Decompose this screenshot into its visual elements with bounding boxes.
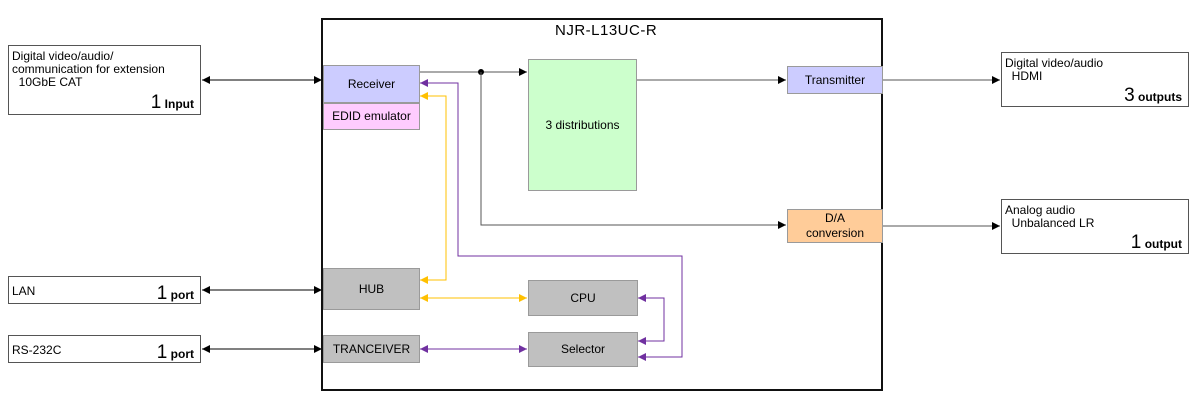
output-analog-box: Analog audio Unbalanced LR 1 output: [1001, 199, 1189, 254]
output-hdmi-line-2: HDMI: [1005, 69, 1043, 83]
selector-block: Selector: [528, 332, 638, 367]
lan-count-unit: port: [170, 288, 194, 302]
transmitter-block: Transmitter: [787, 66, 883, 94]
lan-count: 1 port: [157, 284, 194, 303]
device-title: NJR-L13UC-R: [555, 22, 658, 39]
input-cat-line-3: 10GbE CAT: [12, 75, 83, 89]
distributions-label: 3 distributions: [545, 117, 620, 132]
output-analog-line-2: Unbalanced LR: [1005, 216, 1095, 230]
input-cat-line-1: Digital video/audio/: [12, 49, 114, 63]
purple-line-receiver-selector: [420, 79, 683, 361]
output-hdmi-count-number: 3: [1124, 85, 1135, 106]
selector-label: Selector: [560, 342, 606, 356]
rs232c-box: RS-232C 1 port: [8, 335, 201, 363]
edid-emulator-block: EDID emulator: [323, 103, 420, 130]
output-analog-count: 1 output: [1131, 233, 1182, 252]
da-conversion-label-line-1: D/A: [824, 211, 845, 225]
rs232c-label: RS-232C: [12, 343, 62, 357]
output-hdmi-line-1: Digital video/audio: [1005, 56, 1104, 70]
receiver-block: Receiver: [323, 65, 420, 103]
output-analog-count-number: 1: [1130, 232, 1142, 253]
output-hdmi-count-unit: outputs: [1138, 90, 1182, 104]
lan-box: LAN 1 port: [8, 276, 201, 304]
purple-line-cpu-selector: [638, 294, 665, 345]
hub-block: HUB: [323, 268, 420, 310]
output-hdmi-box: Digital video/audio HDMI 3 outputs: [1001, 52, 1189, 107]
input-cat-box: Digital video/audio/ communication for e…: [8, 45, 201, 115]
da-conversion-label-line-2: conversion: [805, 226, 865, 240]
input-cat-line-2: communication for extension: [12, 62, 165, 76]
tranceiver-block: TRANCEIVER: [323, 335, 420, 363]
input-cat-count-number: 1: [150, 92, 162, 113]
rs232c-count-number: 1: [156, 342, 168, 363]
device-frame: [321, 18, 883, 391]
input-cat-count-unit: Input: [164, 97, 194, 111]
lan-count-number: 1: [156, 283, 168, 304]
rs232c-count-unit: port: [170, 347, 194, 361]
output-analog-count-unit: output: [1144, 237, 1182, 251]
tranceiver-label: TRANCEIVER: [332, 341, 411, 356]
cpu-label: CPU: [570, 290, 596, 305]
lan-label: LAN: [12, 284, 36, 298]
distributions-block: 3 distributions: [528, 59, 637, 191]
hub-label: HUB: [358, 281, 385, 296]
edid-emulator-label: EDID emulator: [332, 109, 411, 123]
da-conversion-block: D/A conversion: [787, 209, 883, 243]
rs232c-count: 1 port: [157, 343, 194, 362]
input-cat-count: 1 Input: [151, 93, 194, 112]
cpu-block: CPU: [528, 280, 638, 316]
output-analog-line-1: Analog audio: [1005, 203, 1076, 217]
receiver-label: Receiver: [347, 76, 396, 91]
output-hdmi-count: 3 outputs: [1124, 86, 1182, 105]
transmitter-label: Transmitter: [804, 72, 866, 87]
